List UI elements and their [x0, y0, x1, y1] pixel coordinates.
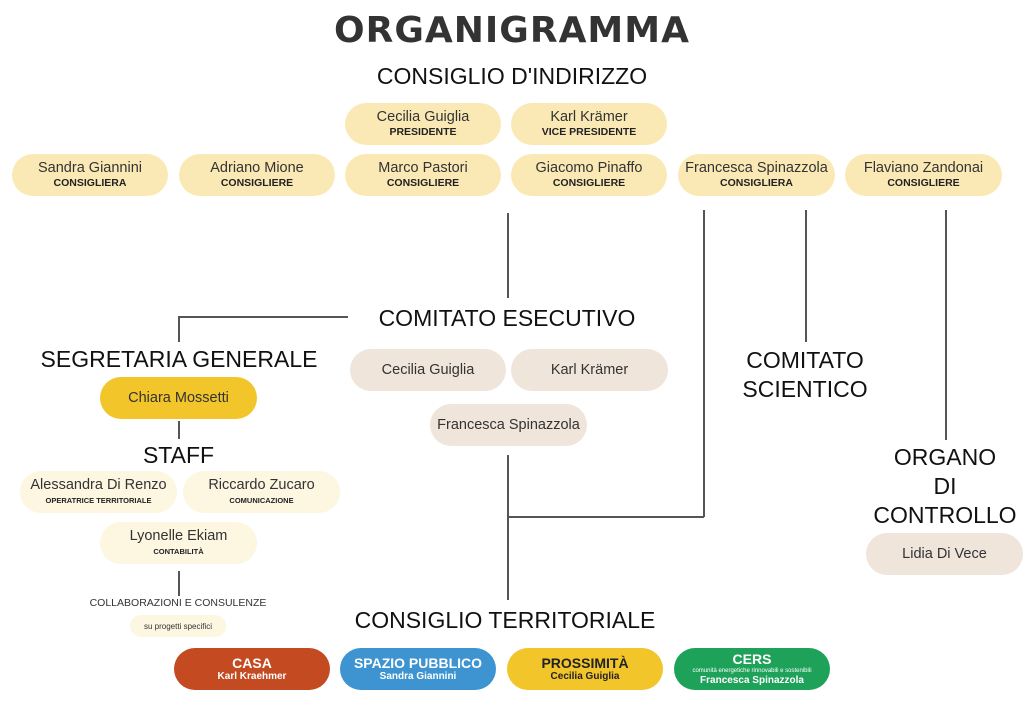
organo-controllo-line2: DI [933, 473, 957, 499]
area-lead: Sandra Giannini [379, 671, 457, 682]
consiglio-territoriale-heading: CONSIGLIO TERRITORIALE [354, 607, 656, 633]
member-name: Francesca Spinazzola [685, 160, 828, 176]
member-name: Francesca Spinazzola [437, 416, 580, 433]
member-role: CONSIGLIERE [552, 177, 626, 189]
staff-pill-zucaro: Riccardo Zucaro COMUNICAZIONE [183, 471, 340, 513]
area-pill-prossimita: PROSSIMITÀ Cecilia Guiglia [507, 648, 663, 690]
member-name: Alessandra Di Renzo [30, 477, 167, 493]
member-name: Marco Pastori [378, 160, 468, 176]
comitato-esecutivo-heading: COMITATO ESECUTIVO [378, 305, 636, 331]
esecutivo-pill-spinazzola: Francesca Spinazzola [430, 404, 587, 446]
segretaria-pill: Chiara Mossetti [100, 377, 257, 419]
area-lead: Karl Kraehmer [217, 671, 287, 682]
member-role: OPERATRICE TERRITORIALE [45, 496, 152, 505]
collaborazioni-label: COLLABORAZIONI E CONSULENZE [89, 597, 267, 609]
member-name: Sandra Giannini [38, 160, 142, 176]
area-name: CASA [232, 655, 272, 671]
member-name: Chiara Mossetti [128, 389, 229, 406]
member-name: Lidia Di Vece [902, 545, 987, 562]
connector-esecutivo-segretaria-h [178, 316, 348, 318]
staff-heading: STAFF [142, 442, 215, 468]
connector-spinazzola-v [703, 210, 705, 517]
member-role: CONSIGLIERE [386, 177, 460, 189]
organo-controllo-line3: CONTROLLO [873, 502, 1017, 528]
member-role: CONSIGLIERA [53, 177, 127, 189]
connector-staff-collaborazioni [178, 571, 180, 596]
member-pill-giannini: Sandra Giannini CONSIGLIERA [12, 154, 168, 196]
area-name: SPAZIO PUBBLICO [353, 655, 483, 671]
consiglio-indirizzo-heading: CONSIGLIO D'INDIRIZZO [376, 63, 648, 89]
area-pill-cers: CERS comunità energetiche rinnovabili e … [674, 648, 830, 690]
connector-spinazzola-h [507, 516, 704, 518]
collaborazioni-note: su progetti specifici [143, 621, 213, 631]
member-name: Riccardo Zucaro [208, 477, 315, 493]
comitato-scientifico-line2: SCIENTICO [742, 376, 868, 402]
page-title: ORGANIGRAMMA [334, 10, 690, 51]
area-pill-spazio-pubblico: SPAZIO PUBBLICO Sandra Giannini [340, 648, 496, 690]
member-pill-vicepresidente: Karl Krämer VICE PRESIDENTE [511, 103, 667, 145]
connector-scientifico [805, 210, 807, 342]
area-lead: Cecilia Guiglia [550, 671, 620, 682]
staff-pill-ekiam: Lyonelle Ekiam CONTABILITÀ [100, 522, 257, 564]
connector-segretaria-staff [178, 421, 180, 439]
member-role: VICE PRESIDENTE [541, 126, 637, 138]
member-role: CONSIGLIERA [720, 177, 793, 189]
area-subtitle: comunità energetiche rinnovabili e soste… [692, 668, 812, 674]
area-pill-casa: CASA Karl Kraehmer [174, 648, 330, 690]
member-name: Cecilia Guiglia [381, 361, 475, 378]
organo-controllo-heading: ORGANO DI CONTROLLO [865, 443, 1024, 530]
member-pill-mione: Adriano Mione CONSIGLIERE [179, 154, 335, 196]
member-name: Giacomo Pinaffo [535, 160, 643, 176]
member-name: Karl Krämer [550, 109, 628, 125]
connector-esecutivo-segretaria-v [178, 316, 180, 342]
member-pill-spinazzola: Francesca Spinazzola CONSIGLIERA [678, 154, 835, 196]
member-role: PRESIDENTE [389, 126, 457, 138]
connector-esecutivo-territoriale [507, 455, 509, 600]
esecutivo-pill-kramer: Karl Krämer [511, 349, 668, 391]
area-name: CERS [732, 651, 772, 667]
collaborazioni-note-pill: su progetti specifici [130, 615, 226, 637]
member-role: COMUNICAZIONE [229, 496, 294, 505]
member-pill-pinaffo: Giacomo Pinaffo CONSIGLIERE [511, 154, 667, 196]
esecutivo-pill-guiglia: Cecilia Guiglia [350, 349, 506, 391]
organo-controllo-line1: ORGANO [893, 444, 997, 470]
member-pill-presidente: Cecilia Guiglia PRESIDENTE [345, 103, 501, 145]
member-pill-zandonai: Flaviano Zandonai CONSIGLIERE [845, 154, 1002, 196]
area-name: PROSSIMITÀ [541, 655, 629, 671]
connector-controllo [945, 210, 947, 440]
member-role: CONTABILITÀ [153, 547, 204, 556]
staff-pill-direnzo: Alessandra Di Renzo OPERATRICE TERRITORI… [20, 471, 177, 513]
member-role: CONSIGLIERE [220, 177, 294, 189]
member-pill-pastori: Marco Pastori CONSIGLIERE [345, 154, 501, 196]
area-lead: Francesca Spinazzola [700, 675, 804, 686]
comitato-scientifico-heading: COMITATO SCIENTICO [720, 346, 890, 404]
member-name: Lyonelle Ekiam [129, 528, 228, 544]
organo-controllo-pill: Lidia Di Vece [866, 533, 1023, 575]
member-name: Flaviano Zandonai [863, 160, 984, 176]
connector-indirizzo-esecutivo [507, 213, 509, 298]
segretaria-heading: SEGRETARIA GENERALE [40, 346, 318, 372]
member-role: CONSIGLIERE [887, 177, 960, 189]
member-name: Adriano Mione [210, 160, 304, 176]
comitato-scientifico-line1: COMITATO [746, 347, 864, 373]
member-name: Karl Krämer [550, 361, 629, 378]
member-name: Cecilia Guiglia [376, 109, 470, 125]
